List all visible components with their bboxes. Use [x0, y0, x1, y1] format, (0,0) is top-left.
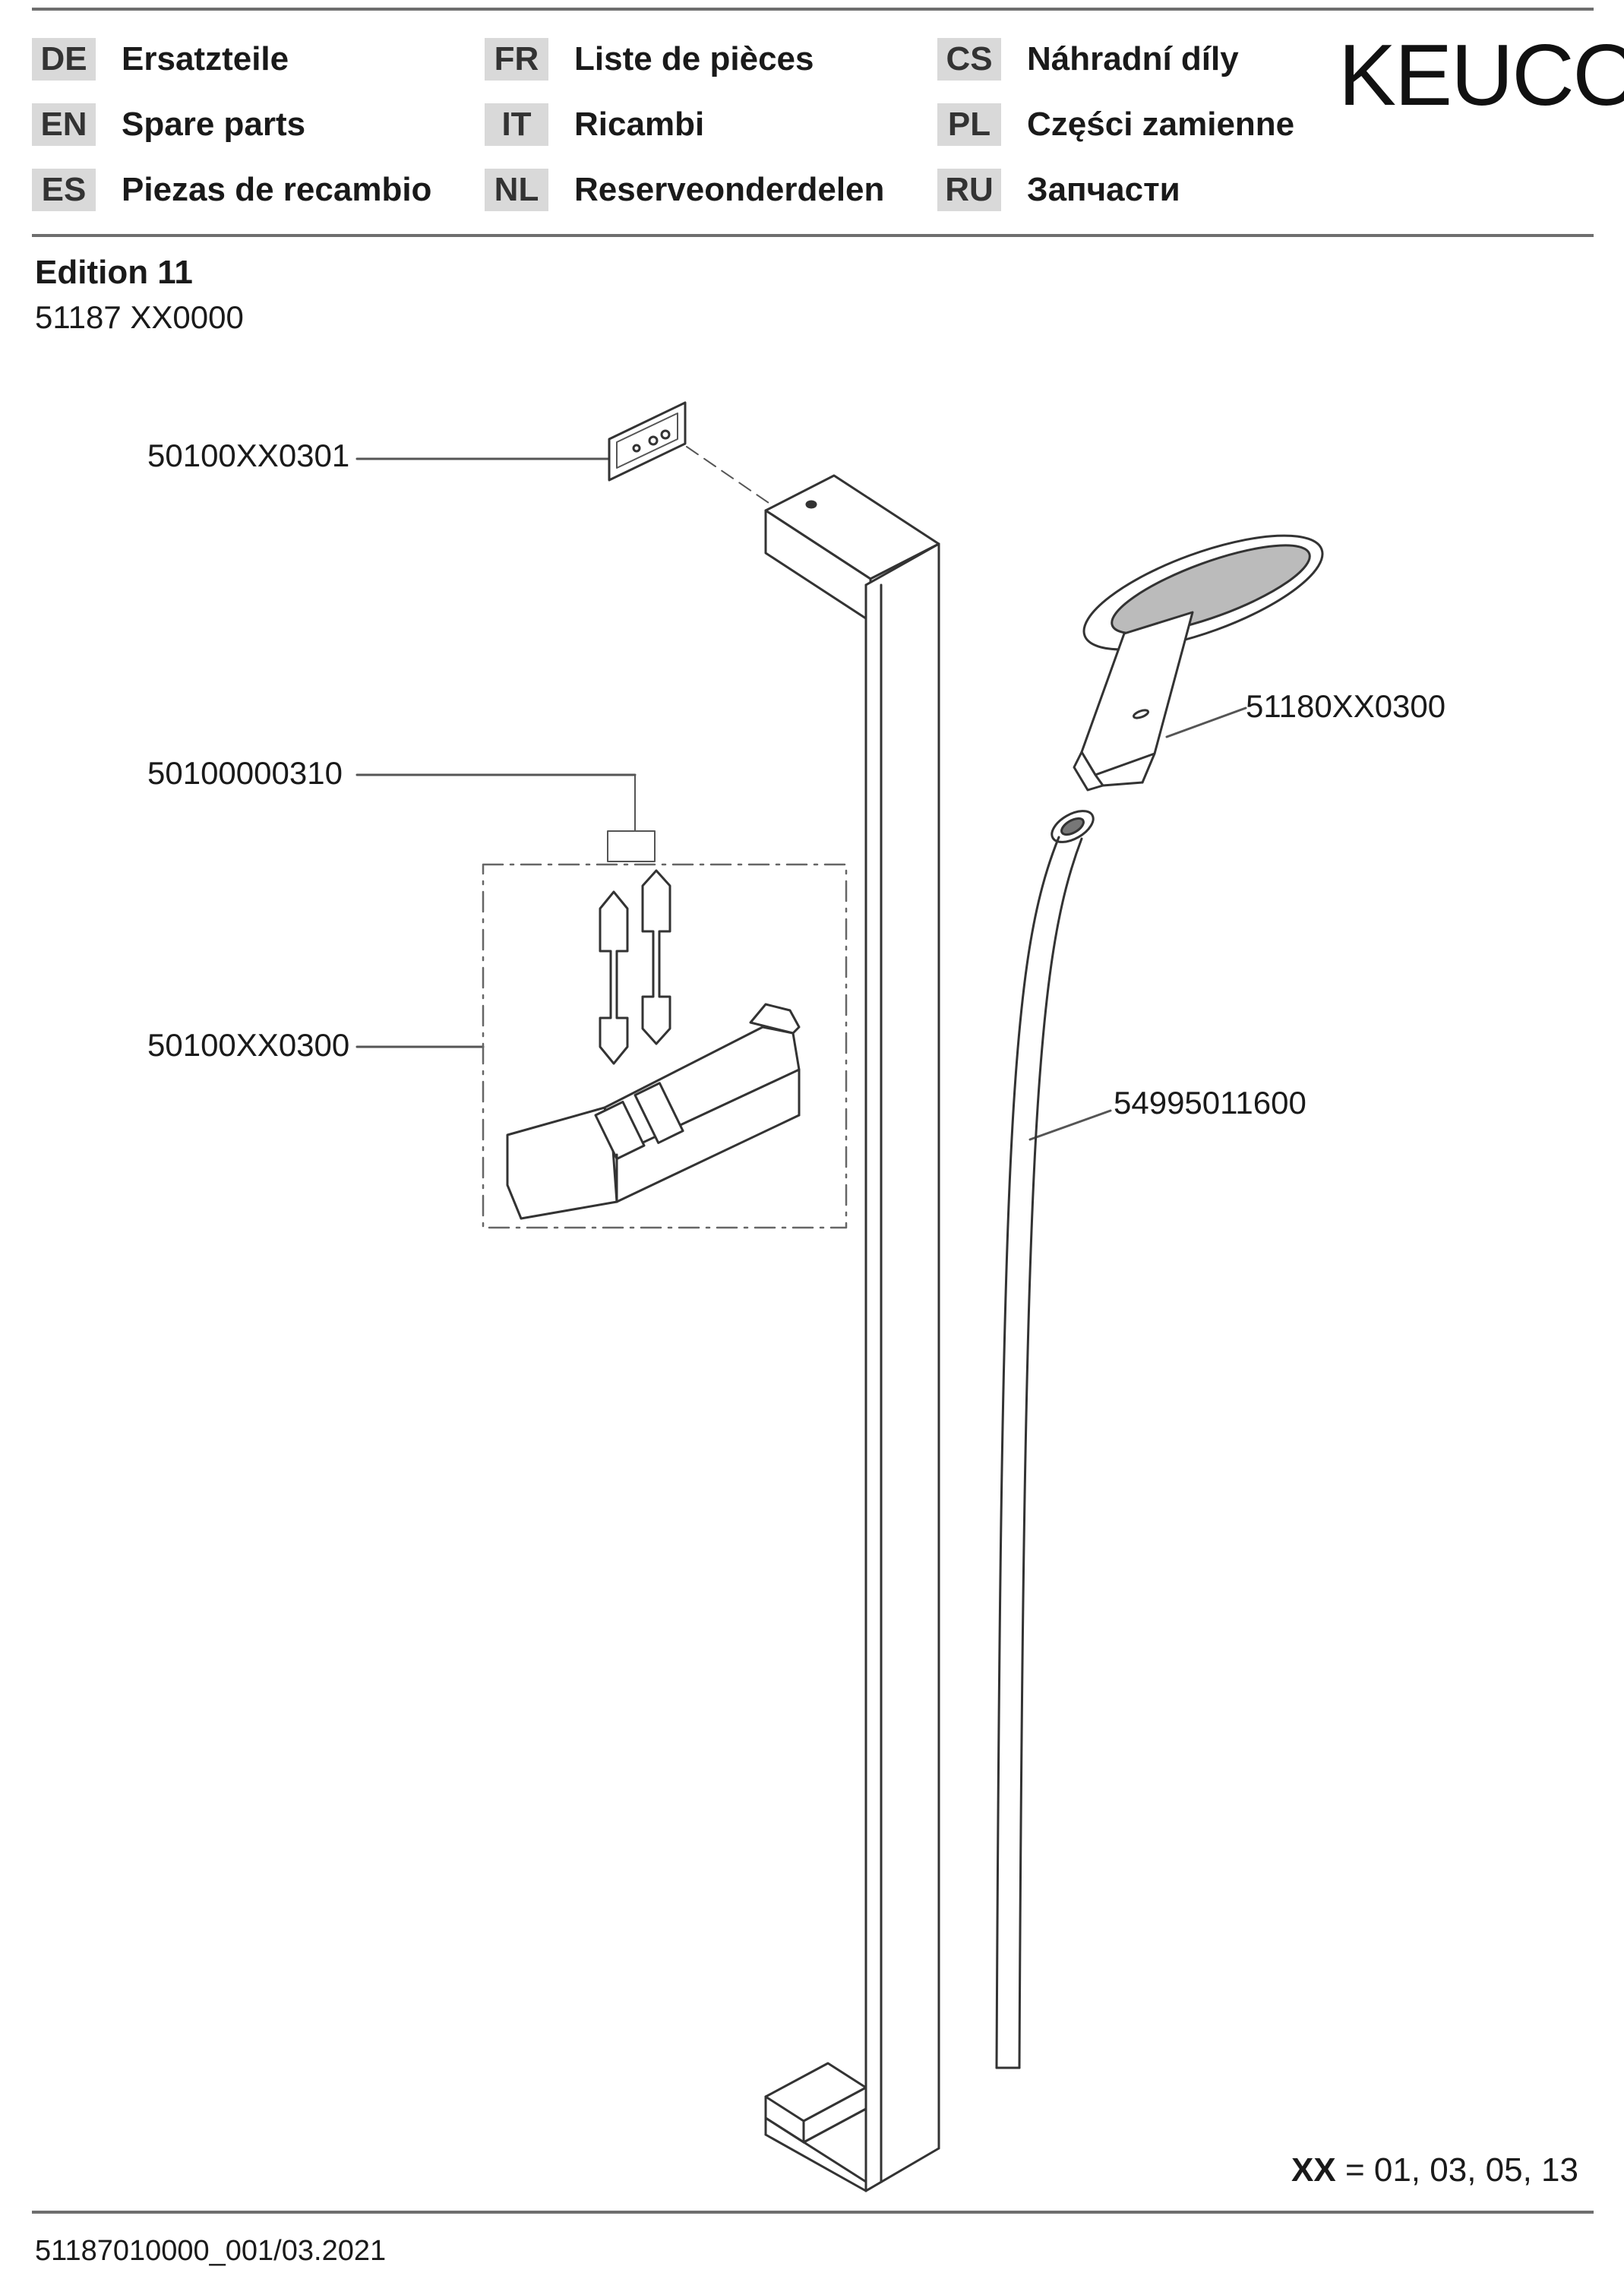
part-label-hand-shower: 51180XX0300 [1246, 688, 1446, 724]
part-label-slider-holder: 50100XX0300 [147, 1027, 350, 1063]
lang-code: PL [937, 103, 1001, 146]
product-series: Edition 11 [35, 254, 193, 291]
assembly-axis-dashed [686, 446, 769, 504]
brand-logo: KEUCO [1338, 27, 1624, 124]
hose-part [995, 810, 1095, 2069]
variants-note: XX = 01, 03, 05, 13 [1291, 2151, 1578, 2189]
cover-plate-part [608, 401, 687, 482]
lang-label: Piezas de recambio [122, 171, 432, 208]
variants-values: = 01, 03, 05, 13 [1344, 2151, 1578, 2189]
lang-row-cs: CS Náhradní díly [937, 38, 1239, 81]
leader-line-hose [1028, 1109, 1112, 1141]
slider-holder-part [506, 1003, 801, 1220]
lang-row-nl: NL Reserveonderdelen [485, 169, 884, 211]
lang-row-es: ES Piezas de recambio [32, 169, 431, 211]
lang-row-it: IT Ricambi [485, 103, 704, 146]
header-bottom-rule [32, 234, 1594, 237]
slider-assembly-box [482, 863, 848, 1229]
lang-code: CS [937, 38, 1001, 81]
lang-label: Liste de pièces [574, 40, 814, 77]
rail-vertical-bar [864, 542, 940, 2192]
footer-rule [32, 2211, 1594, 2214]
variants-key: XX [1291, 2151, 1336, 2189]
document-code: 51187010000_001/03.2021 [35, 2235, 387, 2267]
lang-code: EN [32, 103, 96, 146]
lang-label: Ersatzteile [122, 40, 289, 77]
part-label-cover-plate: 50100XX0301 [147, 438, 350, 473]
lang-row-pl: PL Części zamienne [937, 103, 1294, 146]
clips-part [599, 869, 671, 1065]
lang-label: Części zamienne [1027, 106, 1295, 143]
lang-label: Náhradní díly [1027, 40, 1239, 77]
lang-code: RU [937, 169, 1001, 211]
part-label-clips: 50100000310 [147, 755, 343, 791]
lang-code: FR [485, 38, 548, 81]
lang-code: ES [32, 169, 96, 211]
lang-row-en: EN Spare parts [32, 103, 305, 146]
part-label-hose: 54995011600 [1114, 1085, 1306, 1121]
lang-label: Ricambi [574, 106, 705, 143]
lang-label: Запчасти [1027, 171, 1180, 208]
lang-label: Spare parts [122, 106, 306, 143]
leader-line-hand-shower [1165, 706, 1247, 738]
clip-bracket [607, 774, 656, 862]
product-model: 51187 XX0000 [35, 299, 244, 335]
lang-row-ru: RU Запчасти [937, 169, 1180, 211]
top-rule [32, 8, 1594, 11]
lang-code: DE [32, 38, 96, 81]
hand-shower-part [1073, 534, 1324, 792]
lang-code: IT [485, 103, 548, 146]
lang-code: NL [485, 169, 548, 211]
lang-row-de: DE Ersatzteile [32, 38, 289, 81]
lang-label: Reserveonderdelen [574, 171, 885, 208]
rail-bottom-bracket [764, 2062, 867, 2192]
lang-row-fr: FR Liste de pièces [485, 38, 814, 81]
